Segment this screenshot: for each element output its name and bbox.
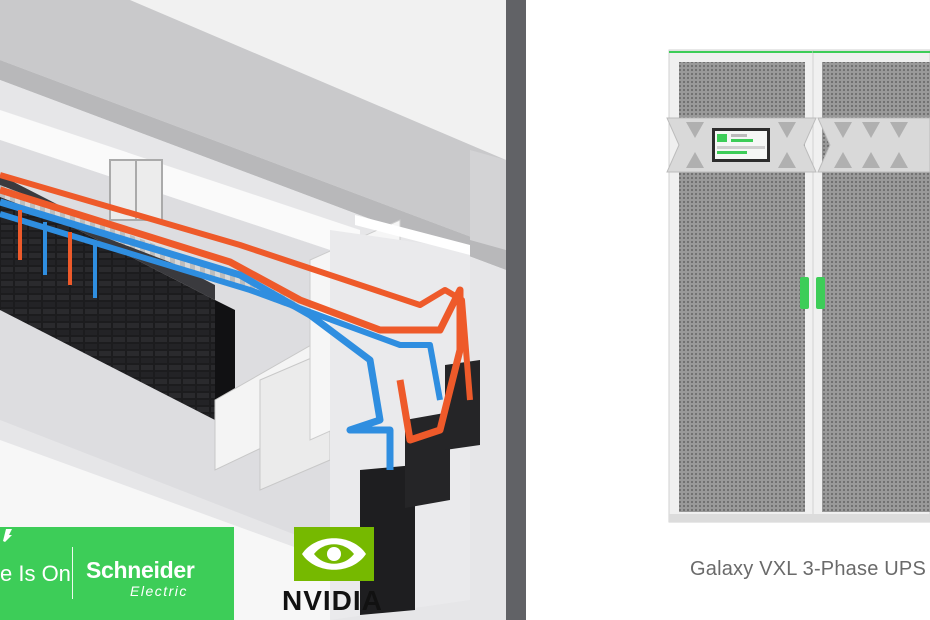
brand-banner: e Is On Schneider Electric (0, 527, 234, 620)
ups-cabinet (666, 49, 930, 523)
supply-pipe (0, 186, 464, 444)
partner-wordmark: NVIDIA (282, 585, 383, 616)
brand-leaf-icon (3, 529, 12, 542)
brand-sub: Electric (130, 583, 188, 599)
server-racks (0, 190, 215, 420)
datacenter-illustration: e Is On Schneider Electric NVIDIA (0, 0, 506, 620)
door-handle-left (800, 277, 809, 309)
product-panel: Galaxy VXL 3-Phase UPS (526, 0, 930, 620)
back-wall (0, 0, 506, 250)
wall-top (0, 60, 506, 270)
partition-wall (0, 110, 360, 260)
brand-name: Schneider (86, 557, 195, 583)
partner-logo: NVIDIA (282, 527, 398, 620)
banner-divider (72, 547, 73, 599)
eye-logo-icon (294, 527, 374, 581)
product-caption: Galaxy VXL 3-Phase UPS (690, 558, 926, 580)
panel-divider (506, 0, 526, 620)
return-pipe (0, 198, 394, 470)
brand-tagline: e Is On (0, 561, 71, 586)
door-handle-right (816, 277, 825, 309)
cooling-unit (445, 360, 480, 450)
